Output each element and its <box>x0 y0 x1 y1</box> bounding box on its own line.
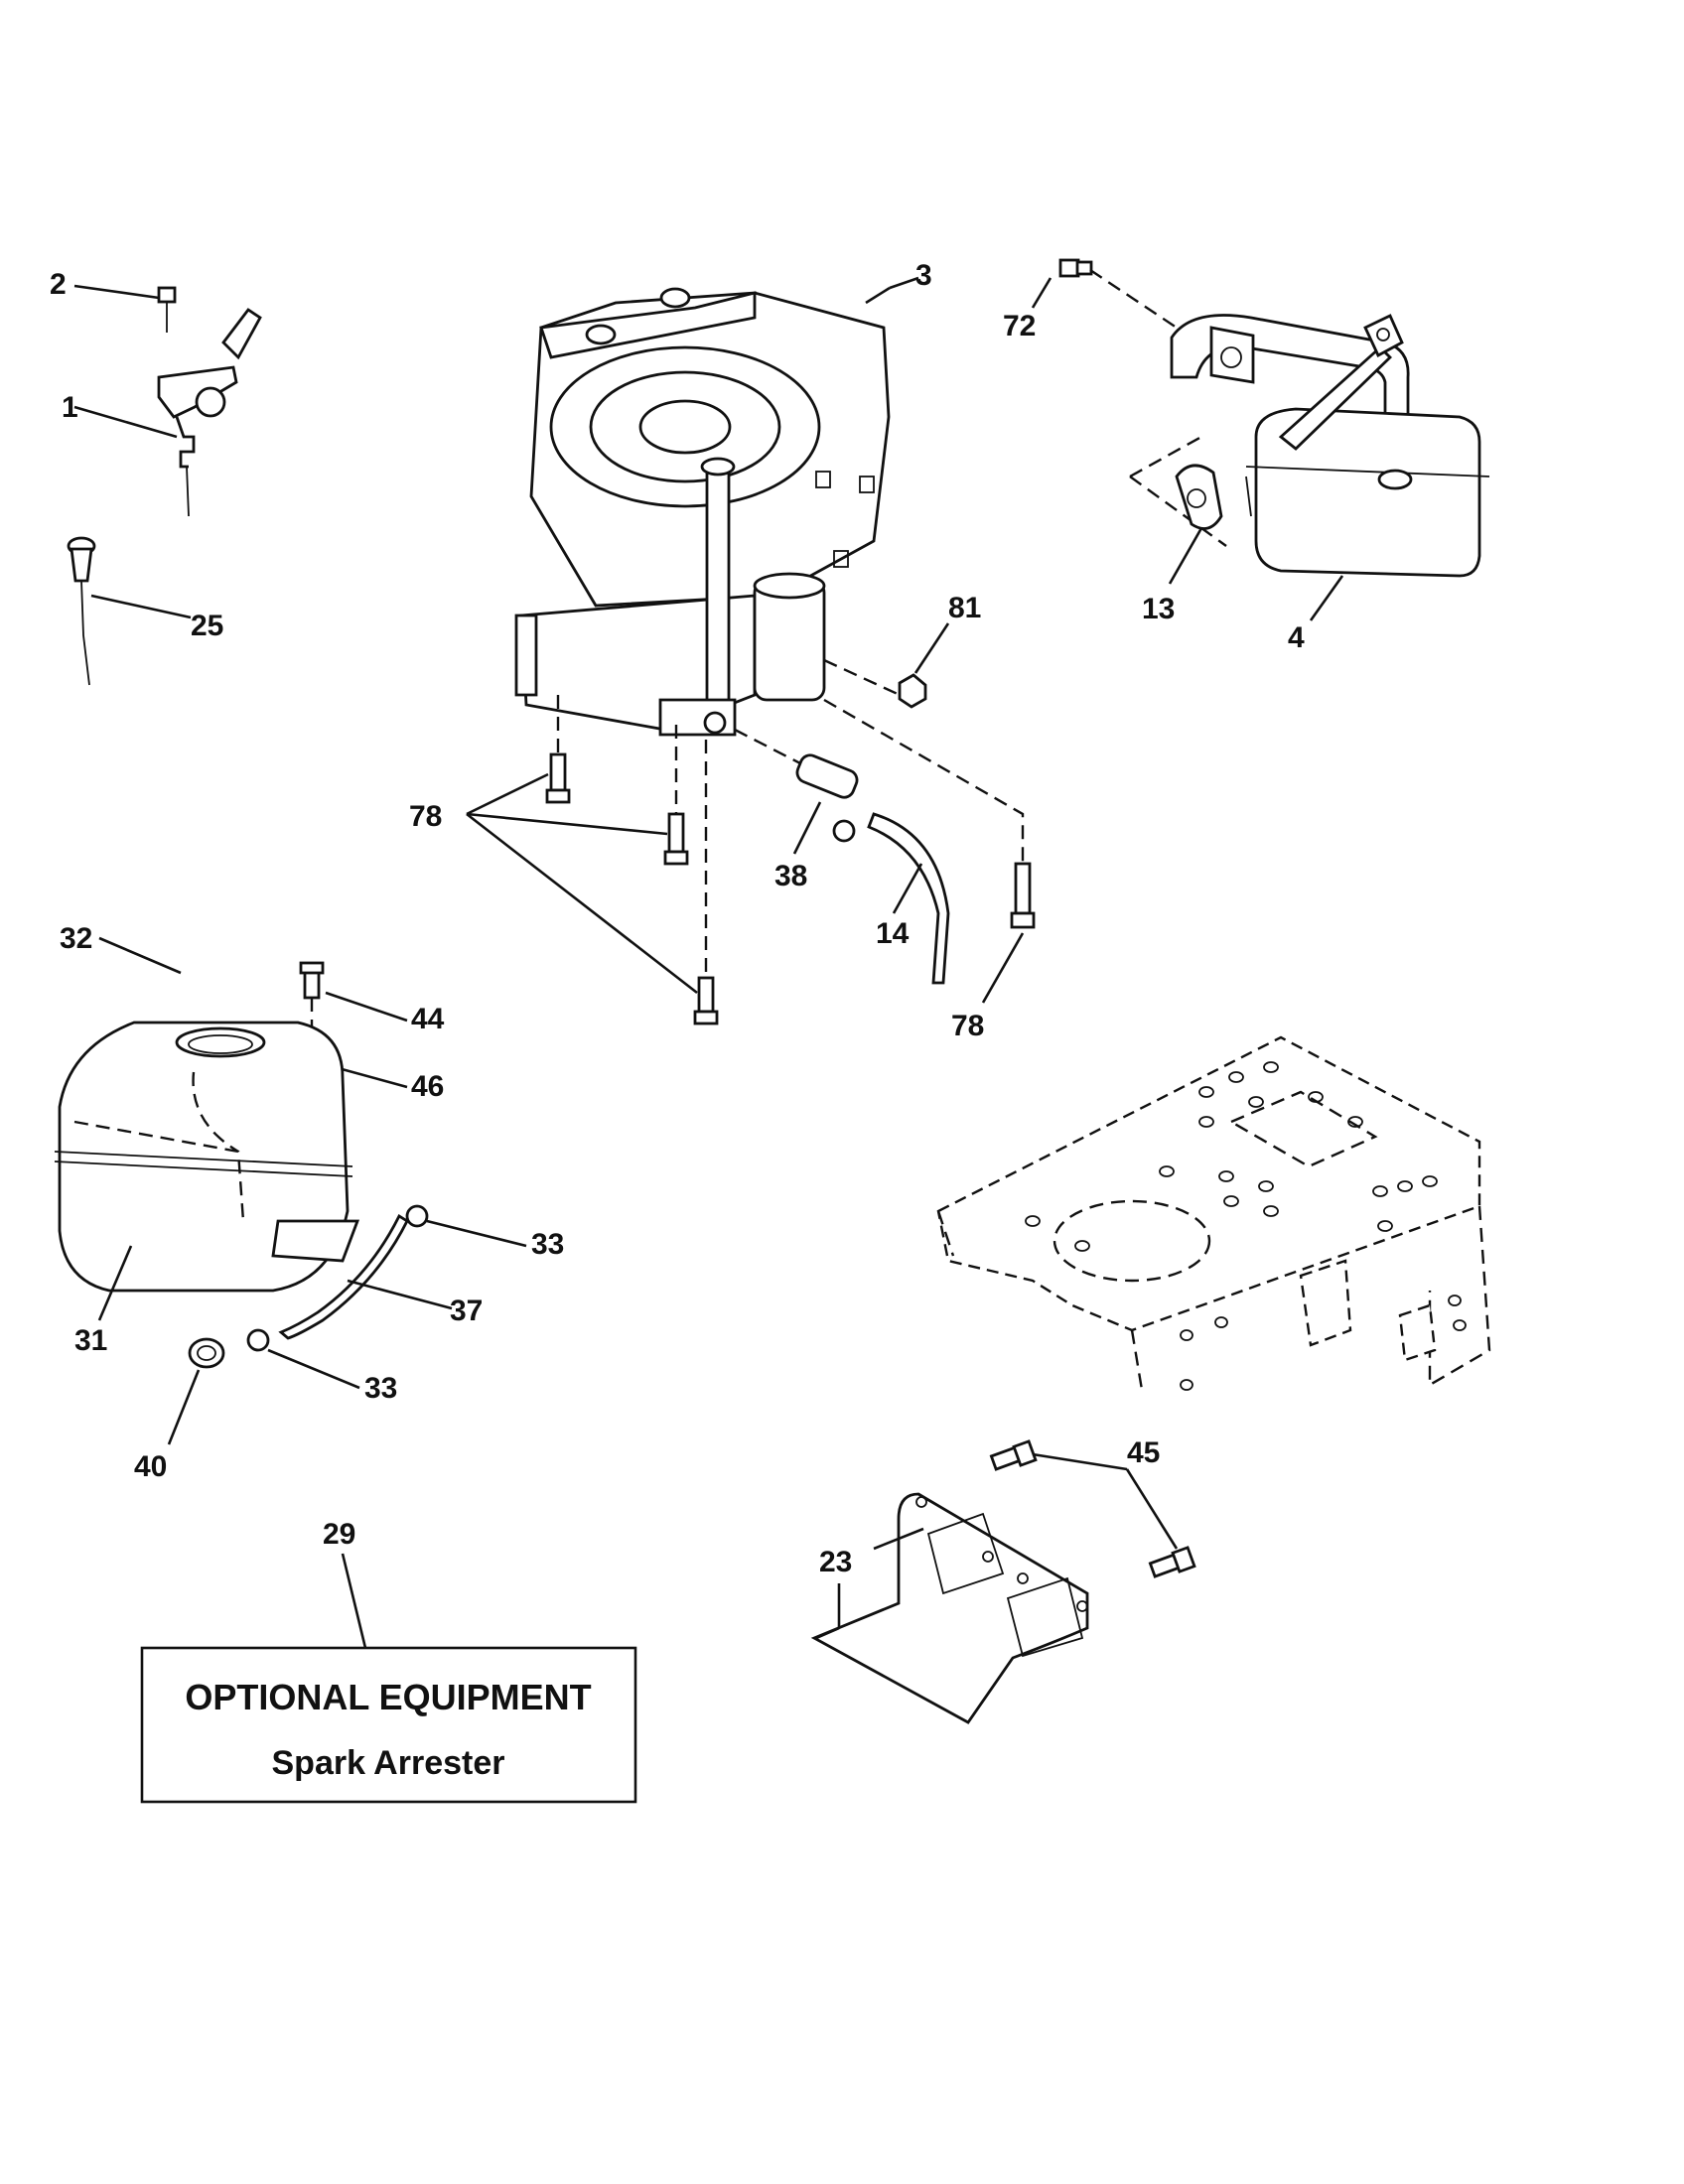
callout-14: 14 <box>876 917 910 950</box>
spark-arrester-label: Spark Arrester <box>272 1744 505 1782</box>
callout-32: 32 <box>60 922 92 955</box>
fuel-tank-assembly: 32 44 46 31 37 33 33 40 <box>54 922 564 1483</box>
callout-2: 2 <box>50 268 67 301</box>
callout-38: 38 <box>774 860 807 892</box>
chassis-frame <box>936 1035 1491 1391</box>
engine: 3 <box>514 259 932 737</box>
engine-bolts: 78 78 <box>409 695 1036 1042</box>
dipstick: 25 <box>67 536 223 686</box>
callout-31: 31 <box>74 1324 107 1357</box>
callout-81: 81 <box>948 592 981 624</box>
callout-1: 1 <box>62 391 78 424</box>
callout-23: 23 <box>819 1546 852 1578</box>
callout-46: 46 <box>411 1070 444 1103</box>
fuel-filter-assembly: 38 14 81 <box>734 592 981 985</box>
callout-78-left: 78 <box>409 800 442 833</box>
callout-40: 40 <box>134 1450 167 1483</box>
optional-equipment-title: OPTIONAL EQUIPMENT <box>185 1677 591 1717</box>
throttle-control: 2 1 <box>50 268 262 517</box>
callout-78-right: 78 <box>951 1010 984 1042</box>
callout-33-bottom: 33 <box>364 1372 397 1405</box>
muffler-assembly: 72 4 13 <box>1003 258 1490 654</box>
callout-33-top: 33 <box>531 1228 564 1261</box>
callout-29: 29 <box>323 1518 355 1551</box>
heat-shield-assembly: 23 45 <box>810 1436 1196 1724</box>
callout-13: 13 <box>1142 593 1175 625</box>
callout-4: 4 <box>1288 621 1305 654</box>
callout-37: 37 <box>450 1295 483 1327</box>
callout-45: 45 <box>1127 1436 1160 1469</box>
callout-44: 44 <box>411 1003 445 1035</box>
callout-72: 72 <box>1003 310 1036 342</box>
callout-25: 25 <box>191 610 223 642</box>
callout-3: 3 <box>915 259 932 292</box>
optional-equipment-box: 29 OPTIONAL EQUIPMENT Spark Arrester <box>140 1518 637 1804</box>
